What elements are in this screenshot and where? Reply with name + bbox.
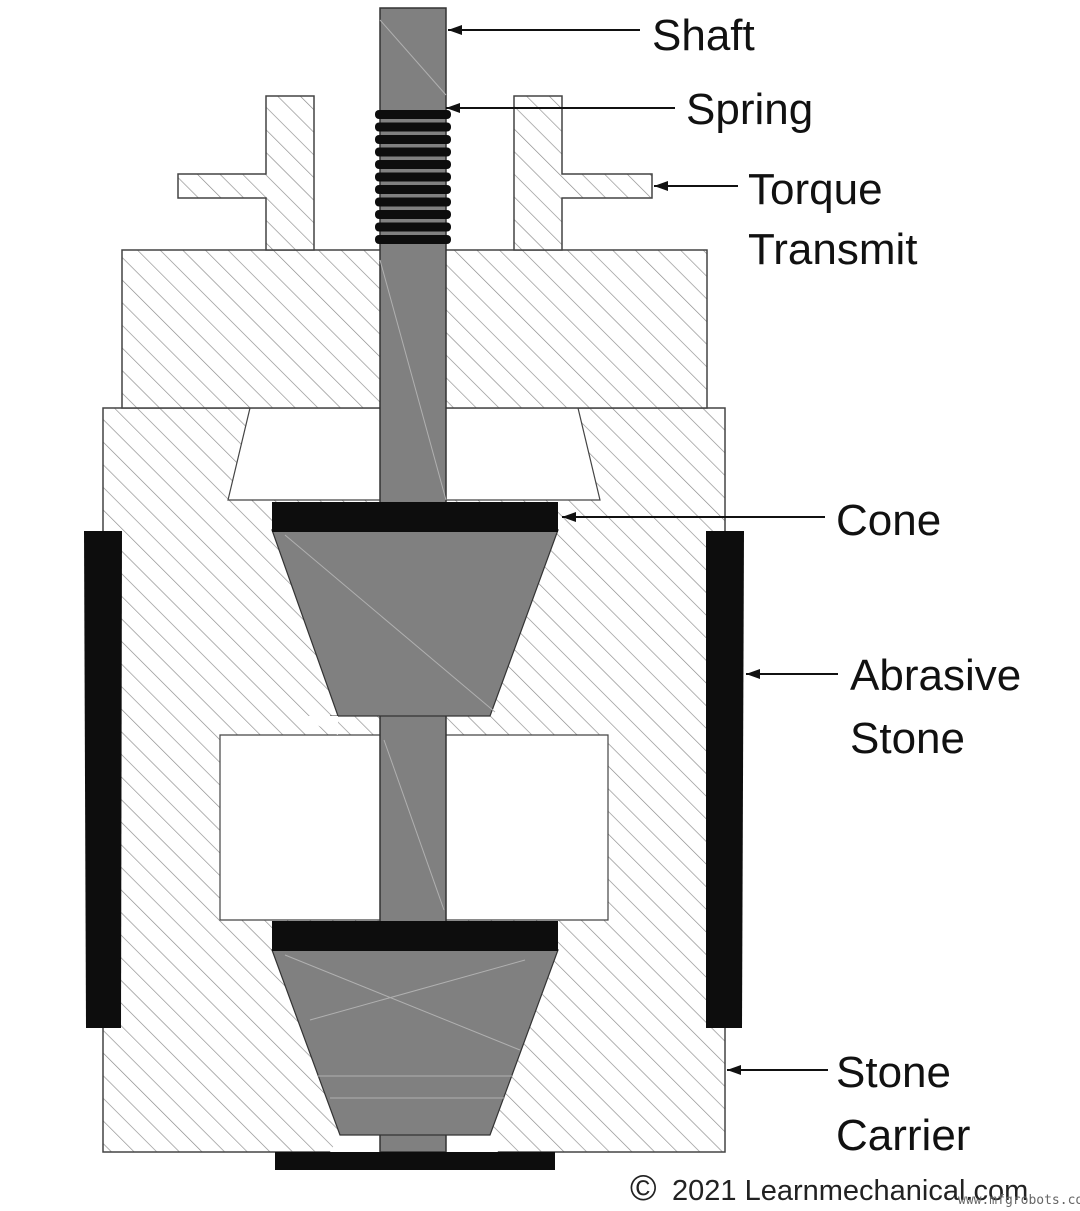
upper-cone bbox=[271, 529, 559, 735]
lower-cone bbox=[271, 949, 559, 1136]
label-torque-line1: Torque bbox=[748, 165, 883, 214]
label-carrier-line1: Stone bbox=[836, 1048, 951, 1097]
torque-transmit-flanges bbox=[177, 95, 653, 251]
abrasive-stones bbox=[84, 531, 744, 1028]
label-abrasive-line2: Stone bbox=[850, 714, 965, 763]
label-cone: Cone bbox=[836, 496, 941, 545]
bottom-plate bbox=[275, 1152, 555, 1170]
spring-coil bbox=[375, 160, 451, 169]
leader-lines bbox=[446, 25, 838, 1075]
spring-coil bbox=[375, 122, 451, 132]
label-abrasive-line1: Abrasive bbox=[850, 651, 1021, 700]
upper-cone-plate bbox=[272, 502, 558, 532]
spring bbox=[375, 110, 451, 244]
spring-coil bbox=[375, 172, 451, 182]
label-spring: Spring bbox=[686, 85, 813, 134]
spring-coil bbox=[375, 110, 451, 119]
watermark: www.mfgrobots.com bbox=[958, 1193, 1080, 1208]
spring-coil bbox=[375, 235, 451, 244]
spring-coil bbox=[375, 222, 451, 232]
copyright-text: 2021 Learnmechanical.com bbox=[672, 1175, 1028, 1207]
label-torque-line2: Transmit bbox=[748, 225, 918, 274]
spring-coil bbox=[375, 135, 451, 144]
spring-coil bbox=[375, 147, 451, 157]
copyright-symbol: © bbox=[630, 1167, 657, 1208]
label-shaft: Shaft bbox=[652, 11, 755, 60]
label-carrier-line2: Carrier bbox=[836, 1111, 970, 1160]
spring-coil bbox=[375, 185, 451, 194]
lower-cone-plate bbox=[272, 921, 558, 951]
spring-coil bbox=[375, 210, 451, 219]
spring-coil bbox=[375, 197, 451, 207]
